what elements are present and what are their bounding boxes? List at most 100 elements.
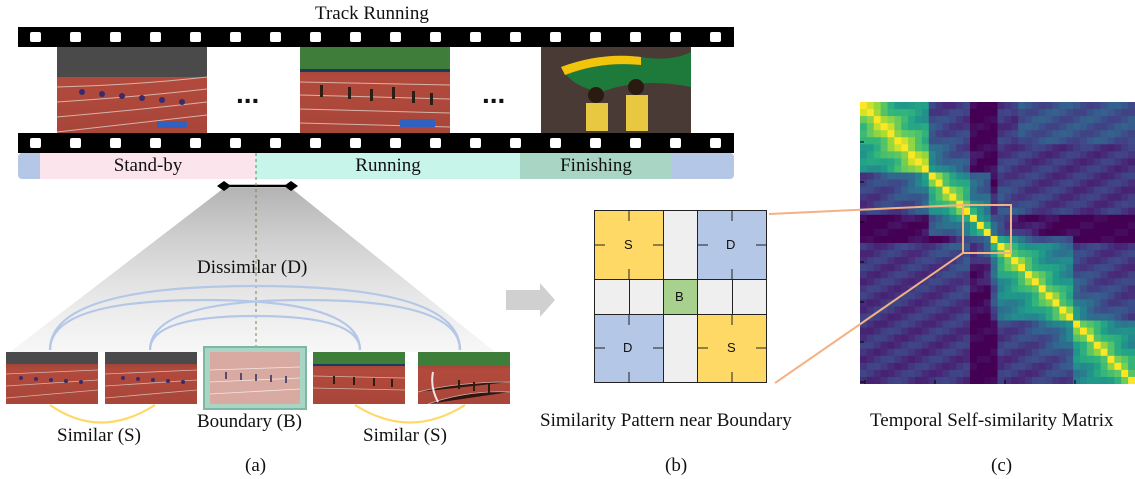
matrix-cell	[1066, 376, 1074, 384]
matrix-cell	[1121, 264, 1129, 272]
matrix-cell	[1128, 116, 1135, 124]
matrix-cell	[1086, 369, 1095, 378]
matrix-cell	[1073, 327, 1081, 336]
matrix-cell	[894, 116, 902, 124]
matrix-cell	[866, 334, 875, 343]
matrix-cell	[928, 243, 937, 251]
matrix-cell	[887, 334, 895, 343]
matrix-cell	[928, 165, 937, 174]
matrix-cell	[1073, 369, 1081, 378]
grid-letter-d-bottom: D	[623, 340, 633, 355]
matrix-cell	[1038, 158, 1047, 167]
matrix-cell	[894, 144, 902, 152]
matrix-cell	[976, 341, 985, 350]
grid-letter-d-top: D	[726, 237, 736, 252]
matrix-cell	[1114, 102, 1122, 110]
matrix-cell	[1107, 109, 1115, 117]
matrix-cell	[860, 179, 868, 188]
matrix-cell	[983, 355, 992, 364]
matrix-cell	[1059, 193, 1067, 202]
matrix-cell	[970, 207, 978, 216]
matrix-cell	[1031, 341, 1040, 350]
matrix-cell	[1066, 327, 1074, 336]
matrix-cell	[956, 214, 964, 223]
matrix-cell	[1073, 172, 1081, 181]
matrix-cell	[866, 348, 875, 357]
matrix-cell	[901, 369, 909, 378]
matrix-cell	[1052, 362, 1060, 371]
matrix-cell	[1107, 116, 1115, 124]
matrix-cell	[915, 243, 923, 251]
matrix-cell	[1107, 355, 1115, 364]
matrix-cell	[873, 102, 882, 110]
matrix-cell	[1073, 299, 1081, 308]
matrix-cell	[1018, 102, 1026, 110]
matrix-cell	[935, 271, 944, 279]
matrix-cell	[997, 306, 1005, 315]
matrix-cell	[1038, 130, 1047, 138]
matrix-cell	[1011, 130, 1019, 138]
matrix-cell	[942, 271, 950, 279]
matrix-cell	[990, 292, 999, 300]
matrix-cell	[901, 130, 909, 138]
matrix-cell	[1114, 109, 1122, 117]
matrix-cell	[1031, 123, 1040, 131]
matrix-cell	[887, 137, 895, 145]
matrix-cell	[894, 292, 902, 300]
matrix-cell	[894, 362, 902, 371]
matrix-cell	[983, 151, 992, 159]
matrix-cell	[880, 243, 889, 251]
matrix-cell	[970, 235, 978, 244]
matrix-cell	[1038, 271, 1047, 279]
matrix-cell	[1011, 285, 1019, 293]
matrix-cell	[956, 123, 964, 131]
matrix-cell	[880, 271, 889, 279]
matrix-cell	[1059, 348, 1067, 357]
matrix-cell	[873, 158, 882, 167]
matrix-cell	[1086, 123, 1095, 131]
matrix-cell	[894, 235, 902, 244]
matrix-cell	[921, 243, 930, 251]
matrix-cell	[1045, 362, 1054, 371]
matrix-cell	[1038, 376, 1047, 384]
matrix-cell	[1031, 278, 1040, 286]
matrix-cell	[983, 313, 992, 322]
matrix-cell	[921, 144, 930, 152]
self-similarity-matrix	[860, 102, 1135, 384]
matrix-cell	[1052, 243, 1060, 251]
matrix-cell	[894, 200, 902, 209]
matrix-cell	[970, 186, 978, 195]
matrix-cell	[1073, 306, 1081, 315]
matrix-cell	[997, 313, 1005, 322]
matrix-cell	[1031, 207, 1040, 216]
matrix-cell	[1093, 130, 1102, 138]
matrix-cell	[1052, 278, 1060, 286]
matrix-cell	[873, 327, 882, 336]
matrix-cell	[1080, 348, 1088, 357]
matrix-cell	[1025, 243, 1033, 251]
matrix-cell	[921, 320, 930, 329]
matrix-cell	[1004, 158, 1012, 167]
matrix-cell	[1011, 306, 1019, 315]
matrix-cell	[901, 137, 909, 145]
matrix-cell	[1093, 376, 1102, 384]
matrix-cell	[908, 144, 916, 152]
matrix-cell	[908, 200, 916, 209]
matrix-cell	[1073, 102, 1081, 110]
matrix-cell	[997, 271, 1005, 279]
matrix-cell	[928, 334, 937, 343]
matrix-cell	[887, 257, 895, 265]
bottom-frame-5	[418, 352, 510, 404]
matrix-cell	[928, 257, 937, 265]
matrix-cell	[949, 235, 957, 244]
matrix-cell	[873, 165, 882, 174]
ellipsis-right: ...	[482, 78, 506, 109]
matrix-cell	[983, 228, 992, 237]
matrix-cell	[956, 264, 964, 272]
matrix-cell	[928, 362, 937, 371]
matrix-cell	[1018, 172, 1026, 181]
matrix-cell	[990, 221, 999, 230]
matrix-cell	[1052, 250, 1060, 258]
matrix-cell	[921, 264, 930, 272]
matrix-cell	[908, 172, 916, 181]
